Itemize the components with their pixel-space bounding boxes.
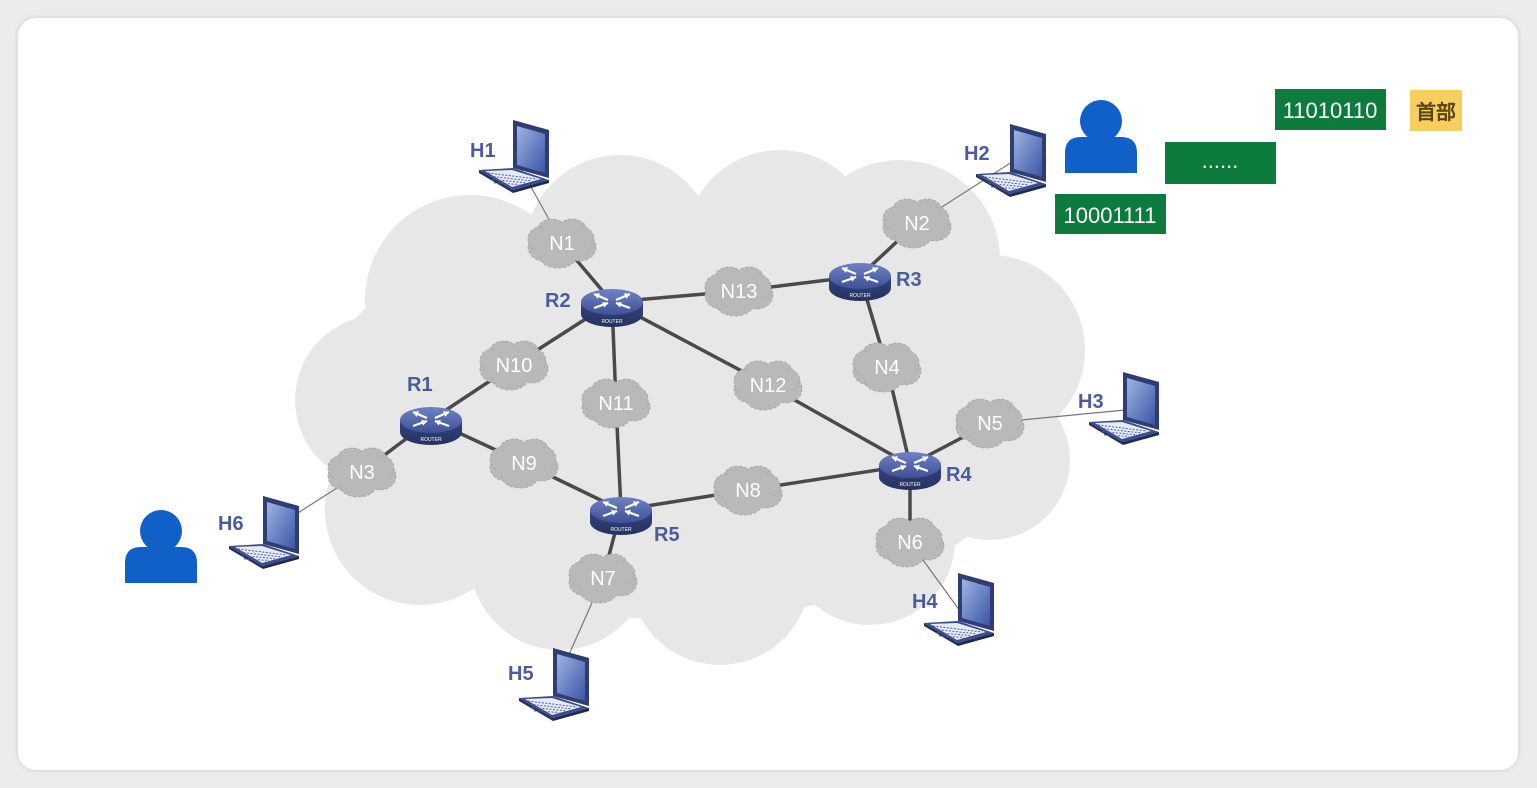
- host-label-h1: H1: [470, 140, 496, 162]
- router-label-r1: R1: [407, 374, 433, 396]
- laptop-icon-h4: [924, 573, 994, 646]
- network-cloud-n10: N10: [479, 340, 549, 391]
- router-label-r4: R4: [946, 464, 972, 486]
- router-icon-r2: ROUTER: [581, 289, 643, 327]
- network-cloud-n9: N9: [489, 438, 559, 489]
- network-label-n2: N2: [904, 213, 930, 235]
- router-badge-r1: ROUTER: [420, 437, 442, 443]
- packet-segment-bottom-text: 10001111: [1064, 203, 1157, 228]
- network-label-n8: N8: [735, 480, 761, 502]
- network-label-n12: N12: [750, 375, 787, 397]
- router-badge-r3: ROUTER: [849, 293, 871, 299]
- network-label-n6: N6: [897, 532, 923, 554]
- laptop-icon-h2: [976, 124, 1046, 197]
- network-label-n9: N9: [511, 453, 537, 475]
- host-label-h3: H3: [1078, 391, 1104, 413]
- host-label-h4: H4: [912, 591, 938, 613]
- network-label-n5: N5: [977, 413, 1003, 435]
- router-badge-r2: ROUTER: [601, 319, 623, 325]
- packet: 首部 11010110 ...... 10001111: [1055, 89, 1462, 234]
- packet-segment-middle: ......: [1165, 142, 1276, 184]
- network-label-n11: N11: [598, 393, 633, 415]
- network-label-n7: N7: [590, 568, 616, 590]
- packet-segment-top-text: 11010110: [1283, 98, 1378, 123]
- packet-header-label: 首部: [1416, 100, 1456, 124]
- network-cloud-n5: N5: [955, 398, 1025, 449]
- router-label-r3: R3: [896, 269, 922, 291]
- router-icon-r4: ROUTER: [879, 452, 941, 490]
- internet-cloud: [295, 150, 1085, 665]
- network-cloud-n4: N4: [852, 342, 922, 393]
- router-icon-r3: ROUTER: [829, 263, 891, 301]
- network-cloud-n6: N6: [875, 517, 945, 568]
- router-label-r5: R5: [654, 524, 680, 546]
- network-cloud-n3: N3: [327, 447, 397, 498]
- host-label-h2: H2: [964, 143, 990, 165]
- network-label-n3: N3: [349, 462, 375, 484]
- network-label-n13: N13: [721, 281, 758, 303]
- network-label-n1: N1: [549, 233, 575, 255]
- packet-segment-middle-text: ......: [1202, 148, 1239, 173]
- user-sender-icon: [125, 510, 197, 583]
- router-icon-r1: ROUTER: [400, 407, 462, 445]
- user-receiver-icon: [1065, 100, 1137, 173]
- network-cloud-n7: N7: [568, 553, 638, 604]
- host-label-h6: H6: [218, 513, 244, 535]
- laptop-icon-h5: [519, 648, 589, 721]
- network-cloud-n8: N8: [713, 465, 783, 516]
- host-label-h5: H5: [508, 663, 534, 685]
- router-icon-r5: ROUTER: [590, 497, 652, 535]
- router-label-r2: R2: [545, 290, 571, 312]
- network-label-n10: N10: [496, 355, 533, 377]
- network-cloud-n11: N11: [581, 378, 651, 429]
- network-cloud-n12: N12: [733, 360, 803, 411]
- network-cloud-n13: N13: [704, 266, 774, 317]
- packet-header: 首部: [1410, 90, 1462, 131]
- laptop-icon-h6: [229, 496, 299, 569]
- packet-segment-bottom: 10001111: [1055, 194, 1166, 234]
- router-badge-r4: ROUTER: [899, 482, 921, 488]
- laptop-icon-h3: [1089, 372, 1159, 445]
- router-badge-r5: ROUTER: [610, 527, 632, 533]
- network-label-n4: N4: [874, 357, 900, 379]
- network-cloud-n2: N2: [882, 198, 952, 249]
- packet-segment-top: 11010110: [1275, 89, 1386, 130]
- network-cloud-n1: N1: [527, 218, 597, 269]
- laptop-icon-h1: [479, 120, 549, 193]
